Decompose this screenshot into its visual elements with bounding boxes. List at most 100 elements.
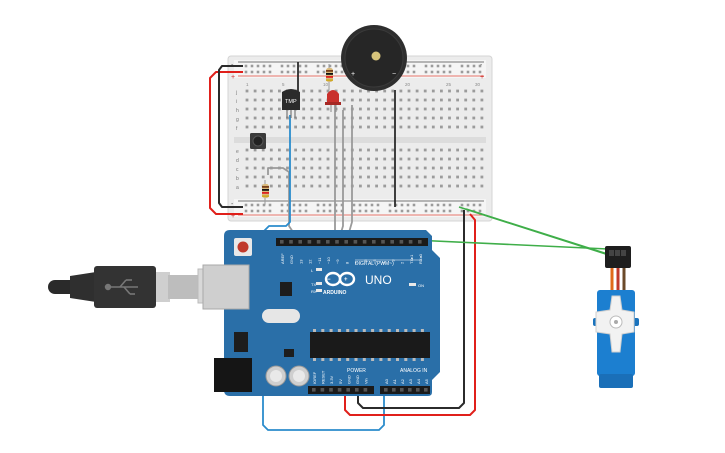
breadboard-hole[interactable] <box>359 175 362 179</box>
breadboard-hole[interactable] <box>448 98 451 102</box>
breadboard-hole[interactable] <box>261 157 265 161</box>
breadboard-hole[interactable] <box>431 166 435 170</box>
breadboard-hole[interactable] <box>464 157 468 161</box>
rail-hole[interactable] <box>256 64 260 68</box>
rail-hole[interactable] <box>262 70 266 74</box>
breadboard-hole[interactable] <box>448 157 451 161</box>
breadboard-hole[interactable] <box>448 116 451 120</box>
rail-hole[interactable] <box>286 64 290 68</box>
breadboard-hole[interactable] <box>253 148 257 152</box>
rail-hole[interactable] <box>478 64 482 68</box>
breadboard-hole[interactable] <box>350 98 354 102</box>
header-pin[interactable] <box>418 240 422 244</box>
breadboard-hole[interactable] <box>480 148 484 152</box>
breadboard-hole[interactable] <box>407 98 411 102</box>
wire-red-left[interactable] <box>209 71 243 215</box>
breadboard-hole[interactable] <box>375 125 378 129</box>
header-pin[interactable] <box>408 388 412 392</box>
header-pin[interactable] <box>372 240 376 244</box>
rail-hole[interactable] <box>268 70 272 74</box>
rail-hole[interactable] <box>322 64 326 68</box>
rail-hole[interactable] <box>322 209 326 213</box>
breadboard-hole[interactable] <box>245 89 249 93</box>
breadboard-hole[interactable] <box>269 157 273 161</box>
rail-hole[interactable] <box>478 70 482 74</box>
breadboard-hole[interactable] <box>286 166 289 170</box>
breadboard-hole[interactable] <box>310 175 314 179</box>
header-pin[interactable] <box>329 388 333 392</box>
rail-hole[interactable] <box>466 70 470 74</box>
header-pin[interactable] <box>363 388 368 392</box>
rail-hole[interactable] <box>298 209 302 213</box>
breadboard-hole[interactable] <box>415 157 419 161</box>
rail-hole[interactable] <box>250 209 254 213</box>
breadboard-hole[interactable] <box>359 148 362 152</box>
header-pin[interactable] <box>346 388 350 392</box>
breadboard-hole[interactable] <box>302 89 306 93</box>
breadboard-hole[interactable] <box>399 184 403 188</box>
header-pin[interactable] <box>320 388 325 392</box>
breadboard-hole[interactable] <box>464 148 468 152</box>
breadboard-hole[interactable] <box>342 157 346 161</box>
header-pin[interactable] <box>289 240 293 244</box>
breadboard-hole[interactable] <box>310 157 314 161</box>
breadboard-hole[interactable] <box>423 107 427 111</box>
breadboard-hole[interactable] <box>334 148 338 152</box>
breadboard-hole[interactable] <box>269 148 273 152</box>
breadboard-hole[interactable] <box>480 184 484 188</box>
breadboard-hole[interactable] <box>334 166 338 170</box>
breadboard-hole[interactable] <box>326 166 330 170</box>
breadboard-hole[interactable] <box>359 107 362 111</box>
breadboard-hole[interactable] <box>342 184 346 188</box>
breadboard-hole[interactable] <box>318 98 322 102</box>
breadboard-hole[interactable] <box>423 98 427 102</box>
breadboard-hole[interactable] <box>399 98 403 102</box>
breadboard-hole[interactable] <box>383 89 387 93</box>
breadboard-hole[interactable] <box>375 166 378 170</box>
breadboard-hole[interactable] <box>253 98 257 102</box>
breadboard-hole[interactable] <box>423 148 427 152</box>
breadboard-hole[interactable] <box>375 184 378 188</box>
header-pin[interactable] <box>355 388 359 392</box>
breadboard-hole[interactable] <box>302 166 306 170</box>
breadboard-hole[interactable] <box>383 184 387 188</box>
breadboard-hole[interactable] <box>375 148 378 152</box>
breadboard-hole[interactable] <box>448 175 451 179</box>
breadboard-hole[interactable] <box>399 125 403 129</box>
rail-hole[interactable] <box>448 70 452 74</box>
rail-hole[interactable] <box>316 64 320 68</box>
breadboard-hole[interactable] <box>423 175 427 179</box>
rail-hole[interactable] <box>424 203 428 207</box>
breadboard-hole[interactable] <box>431 125 435 129</box>
breadboard-hole[interactable] <box>464 125 468 129</box>
breadboard-hole[interactable] <box>464 175 468 179</box>
breadboard-hole[interactable] <box>440 148 443 152</box>
rail-hole[interactable] <box>250 203 254 207</box>
breadboard-hole[interactable] <box>399 157 403 161</box>
header-pin[interactable] <box>416 388 420 392</box>
breadboard-hole[interactable] <box>464 89 468 93</box>
breadboard-hole[interactable] <box>359 157 362 161</box>
header-pin[interactable] <box>326 240 330 244</box>
breadboard-hole[interactable] <box>375 157 378 161</box>
rail-hole[interactable] <box>436 70 440 74</box>
breadboard-hole[interactable] <box>334 89 338 93</box>
breadboard-hole[interactable] <box>456 116 459 120</box>
rail-hole[interactable] <box>292 70 296 74</box>
breadboard-hole[interactable] <box>342 148 346 152</box>
breadboard-hole[interactable] <box>472 89 476 93</box>
breadboard-hole[interactable] <box>261 89 265 93</box>
breadboard-hole[interactable] <box>407 125 411 129</box>
breadboard-hole[interactable] <box>399 116 403 120</box>
breadboard-hole[interactable] <box>269 89 273 93</box>
breadboard-hole[interactable] <box>302 98 306 102</box>
breadboard-hole[interactable] <box>253 107 257 111</box>
breadboard-hole[interactable] <box>310 184 314 188</box>
breadboard-hole[interactable] <box>480 98 484 102</box>
breadboard-hole[interactable] <box>253 116 257 120</box>
breadboard-hole[interactable] <box>359 116 362 120</box>
breadboard-hole[interactable] <box>440 157 443 161</box>
rail-hole[interactable] <box>262 209 266 213</box>
breadboard-hole[interactable] <box>261 125 265 129</box>
